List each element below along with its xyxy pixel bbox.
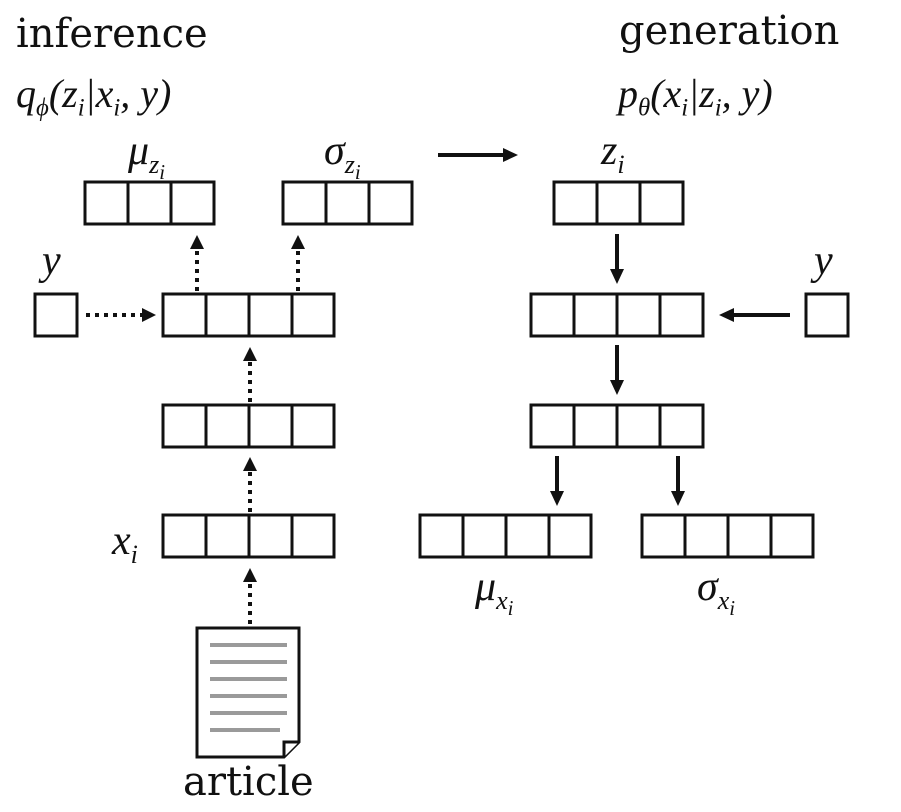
dotted-arrow-hidden2-to-sigma-z — [291, 235, 305, 291]
sigma-z-label: σzi — [324, 128, 361, 185]
solid-arrow-hidden1-to-hidden2 — [610, 345, 624, 395]
mu-z-label: μzi — [128, 128, 166, 185]
mu-x-label: μxi — [475, 564, 514, 621]
encoder-hidden-layer-1 — [161, 403, 336, 449]
inference-distribution: qϕ(zi|xi, y) — [16, 71, 172, 122]
dotted-arrow-y-to-hidden2 — [86, 308, 156, 322]
generation-title: generation — [619, 8, 840, 54]
dotted-arrow-x-to-hidden1 — [243, 457, 257, 512]
sigma-z-vector — [281, 180, 414, 226]
solid-arrow-z-to-hidden1 — [610, 234, 624, 284]
y-label-left: y — [42, 238, 61, 284]
solid-arrow-inference-to-generation — [438, 148, 518, 162]
encoder-hidden-layer-2 — [161, 292, 336, 338]
dotted-arrow-hidden2-to-mu-z — [190, 235, 204, 291]
mu-z-vector — [83, 180, 216, 226]
sigma-x-vector — [640, 513, 815, 559]
y-input-box-left — [33, 292, 79, 338]
dotted-arrow-hidden1-to-hidden2 — [243, 347, 257, 402]
decoder-hidden-layer-1 — [529, 292, 705, 338]
z-i-vector — [552, 180, 685, 226]
article-document-icon — [195, 626, 301, 759]
sigma-x-label: σxi — [697, 564, 736, 621]
generation-distribution: pθ(xi|zi, y) — [618, 71, 773, 122]
y-label-right: y — [814, 238, 833, 284]
decoder-hidden-layer-2 — [529, 403, 705, 449]
x-i-label: xi — [112, 518, 138, 570]
y-input-box-right — [804, 292, 850, 338]
x-i-vector — [161, 513, 336, 559]
solid-arrow-hidden2-to-sigma-x — [671, 456, 685, 506]
mu-x-vector — [418, 513, 593, 559]
inference-title: inference — [16, 11, 208, 57]
solid-arrow-hidden2-to-mu-x — [550, 456, 564, 506]
article-label: article — [183, 759, 314, 805]
dotted-arrow-article-to-x — [243, 568, 257, 624]
solid-arrow-y-to-decoder — [719, 308, 790, 322]
z-i-label: zi — [601, 128, 625, 180]
